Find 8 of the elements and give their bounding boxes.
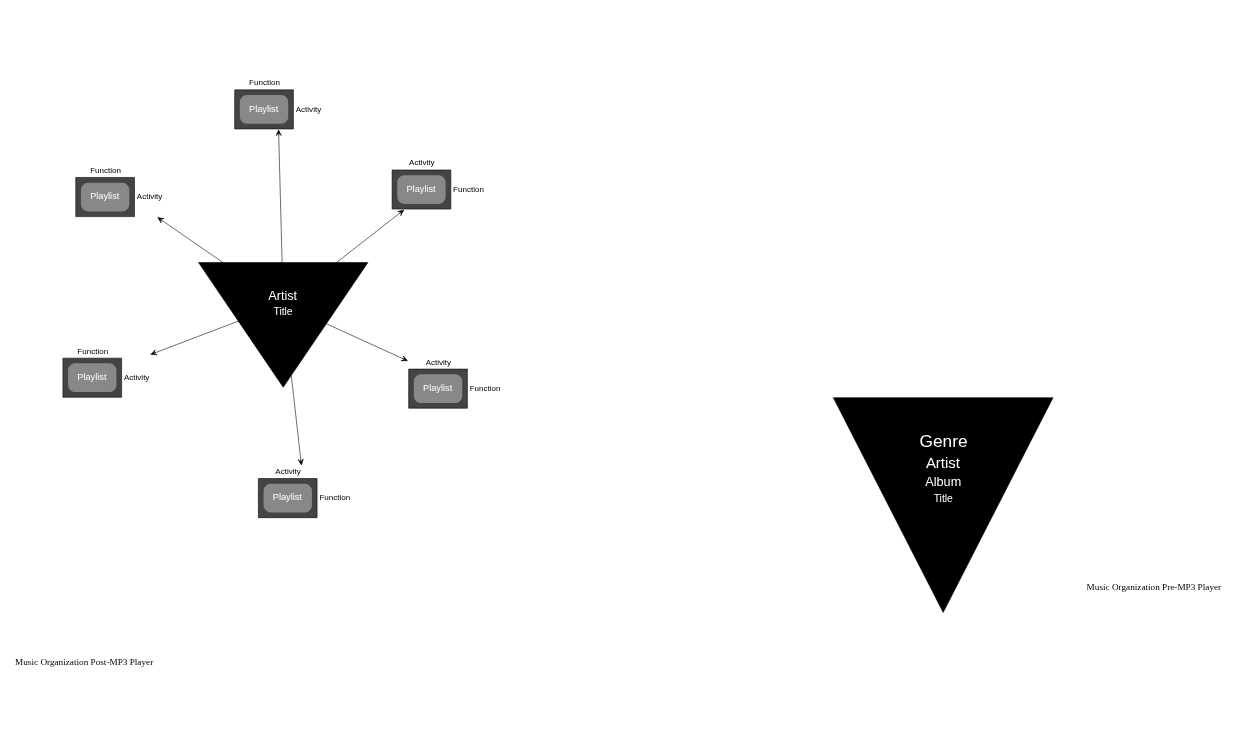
label: Music Organization Post-MP3 Player xyxy=(15,656,154,667)
arrow xyxy=(150,320,239,356)
label: Music Organization Pre-MP3 Player xyxy=(1086,582,1222,593)
arrow xyxy=(275,129,283,263)
arrow xyxy=(157,217,224,263)
arrow xyxy=(291,375,304,466)
arrow xyxy=(336,209,404,263)
arrow xyxy=(326,323,408,361)
